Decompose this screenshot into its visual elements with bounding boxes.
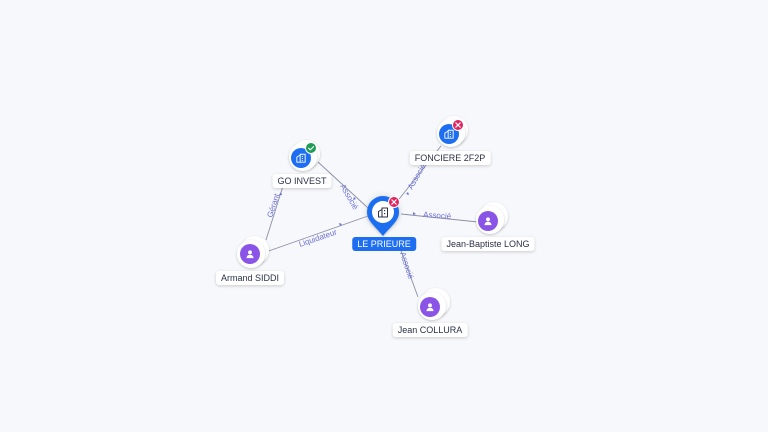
edge-armand-center-arrow <box>339 223 342 226</box>
closed-badge <box>452 119 464 131</box>
label-fonciere[interactable]: FONCIERE 2F2P <box>409 151 491 165</box>
edge-label-armand-center: Liquidateur <box>298 227 339 249</box>
node-fonciere[interactable] <box>437 116 468 147</box>
label-go-invest[interactable]: GO INVEST <box>272 174 332 188</box>
edge-jean-baptiste[interactable] <box>400 213 479 223</box>
edge-armand-go-invest-arrow <box>279 192 282 195</box>
edge-label-jean-collura: Associé <box>398 251 415 281</box>
center-building-glyph <box>378 207 388 218</box>
edge-fonciere-arrow <box>406 192 409 195</box>
edge-jean-baptiste-arrow <box>413 212 416 215</box>
edge-go-invest-arrow <box>353 197 356 200</box>
center-node[interactable] <box>361 190 405 236</box>
edge-label-fonciere: Associé <box>406 162 428 191</box>
label-jean-collura[interactable]: Jean COLLURA <box>392 323 468 337</box>
active-badge <box>305 142 317 154</box>
node-jean-baptiste[interactable] <box>476 202 508 234</box>
edge-label-jean-baptiste: Associé <box>423 210 452 221</box>
label-armand[interactable]: Armand SIDDI <box>215 271 285 285</box>
node-go-invest[interactable] <box>289 140 320 171</box>
edge-go-invest[interactable] <box>317 161 369 209</box>
label-jean-baptiste[interactable]: Jean-Baptiste LONG <box>441 237 535 251</box>
closed-badge <box>388 196 400 208</box>
node-armand[interactable] <box>237 236 269 268</box>
node-jean-collura[interactable] <box>418 288 450 320</box>
edge-label-armand-go-invest: Gérant <box>265 192 281 219</box>
edge-label-go-invest: Associé <box>338 183 360 212</box>
edge-armand-center[interactable] <box>262 215 369 254</box>
label-center[interactable]: LE PRIEURE <box>352 237 416 251</box>
